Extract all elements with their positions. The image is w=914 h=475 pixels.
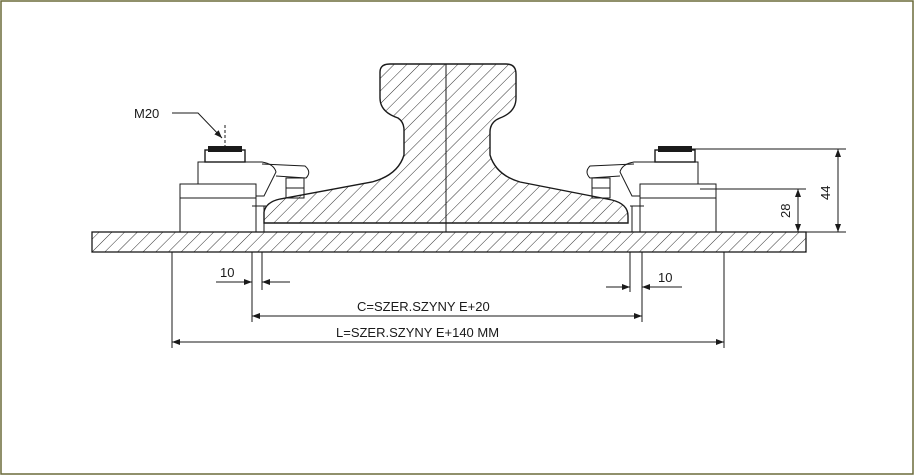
bolt-label: M20 [134, 106, 159, 121]
dim-h-large-label: 44 [818, 186, 833, 200]
dim-c-label: C=SZER.SZYNY E+20 [357, 299, 490, 314]
dim-gap-right-label: 10 [658, 270, 672, 285]
base-plate [91, 231, 807, 253]
bolt-leader-line [172, 112, 223, 139]
dim-gap-left-label: 10 [220, 265, 234, 280]
right-clamp [586, 146, 717, 233]
height-extension-lines [690, 148, 846, 233]
dim-h-small-label: 28 [778, 204, 793, 218]
dim-l-label: L=SZER.SZYNY E+140 MM [336, 325, 499, 340]
left-clamp [179, 125, 310, 233]
